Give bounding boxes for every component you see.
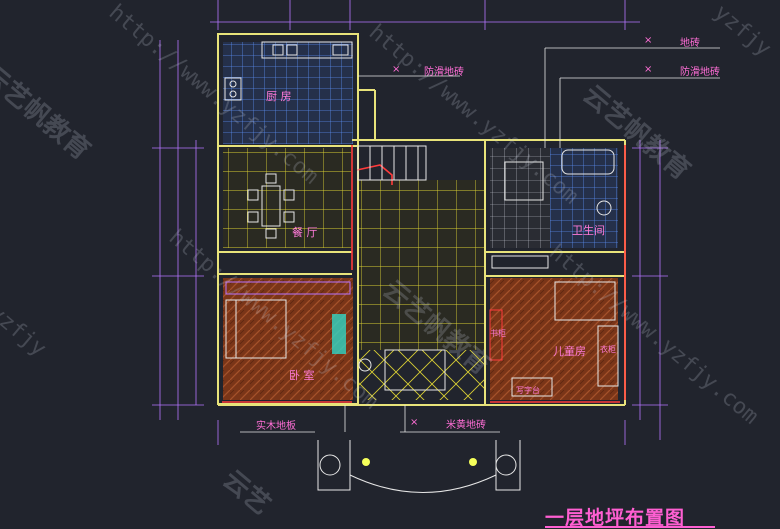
kids-room-floor <box>490 278 618 400</box>
walls <box>217 33 626 406</box>
bookcase-label: 书柜 <box>490 329 506 338</box>
drawing-title-underline <box>545 526 715 528</box>
kitchen-floor <box>223 42 353 144</box>
antislip-tile-mark: × <box>644 64 653 75</box>
dining-table <box>247 173 295 239</box>
kids-room-label: 儿童房 <box>553 345 586 358</box>
entry-floor <box>357 350 485 400</box>
leader-lines <box>240 47 720 433</box>
porch-plants <box>319 358 517 476</box>
dining-floor <box>223 148 351 248</box>
wood-floor-label: 实木地板 <box>256 421 296 432</box>
floor-tile-label: 地砖 <box>680 38 700 49</box>
bedroom-tv-stand <box>332 314 346 354</box>
bedroom-furniture <box>225 281 351 359</box>
wardrobe-label: 衣柜 <box>600 345 616 354</box>
bedroom-label: 卧 室 <box>289 369 315 382</box>
porch-light-right <box>469 458 477 466</box>
bath-tile-left <box>490 148 550 248</box>
antislip-tile-label: 防滑地砖 <box>680 67 720 78</box>
kitchen-label: 厨 房 <box>266 90 292 103</box>
floor-tile-mark: × <box>644 35 653 46</box>
entry-porch <box>317 349 521 493</box>
kitchen-counter <box>224 41 353 101</box>
porch-light-left <box>362 458 370 466</box>
bathroom-fixtures <box>491 149 615 269</box>
hall-floor <box>357 180 485 350</box>
dining-label: 餐 厅 <box>292 226 318 239</box>
drawing-title: 一层地坪布置图 <box>545 507 686 529</box>
kitchen-tile-label: 防滑地砖 <box>424 67 464 78</box>
kids-room-furniture <box>489 281 619 397</box>
desk-label: 写字台 <box>516 386 540 395</box>
beige-tile-mark: × <box>410 417 419 428</box>
staircase <box>357 145 427 181</box>
kitchen-tile-mark: × <box>392 64 401 75</box>
bath-floor <box>550 148 618 248</box>
bathroom-label: 卫生间 <box>572 224 605 237</box>
bedroom-floor <box>223 278 353 400</box>
dimension-lines <box>152 0 668 445</box>
beige-tile-label: 米黄地砖 <box>446 420 486 431</box>
